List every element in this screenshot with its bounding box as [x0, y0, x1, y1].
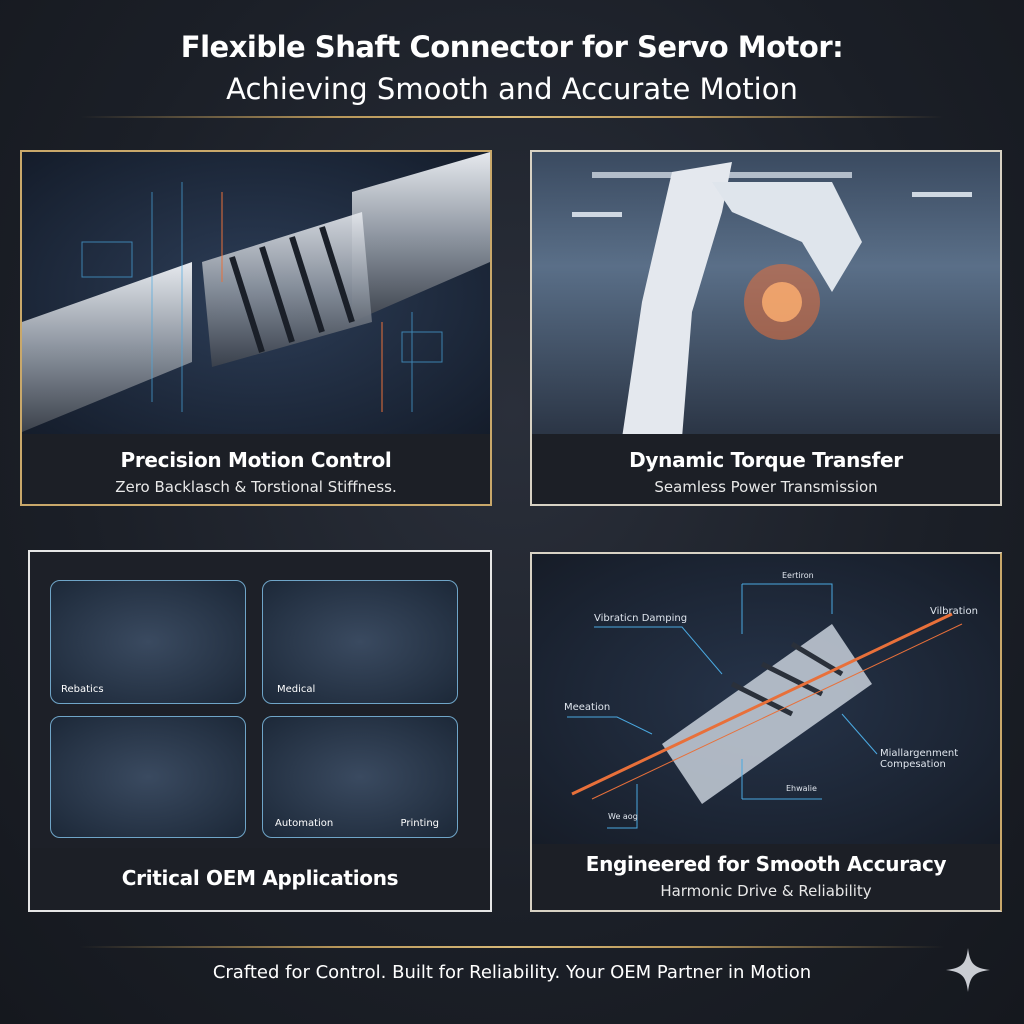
- panel-title: Engineered for Smooth Accuracy: [585, 852, 947, 876]
- page-title: Flexible Shaft Connector for Servo Motor…: [180, 30, 844, 64]
- coupling-diagram: [567, 583, 963, 829]
- page-subtitle: Achieving Smooth and Accurate Motion: [226, 72, 798, 106]
- robot-arm-illustration: [572, 162, 972, 438]
- shaft-coupling-image: [22, 152, 490, 438]
- robot-arm-image: [532, 152, 1000, 438]
- sparkle-icon: [946, 948, 990, 992]
- diagram-label: We aog: [608, 812, 638, 821]
- divider: [80, 116, 944, 118]
- tile-medical: Medical: [262, 580, 458, 704]
- diagram-label: Ehwalie: [786, 784, 817, 793]
- tile-label: Medical: [277, 684, 316, 695]
- diagram-label: Vibraticn Damping: [594, 613, 688, 624]
- panel-subtitle: Seamless Power Transmission: [654, 478, 878, 496]
- coupling-illustration: [22, 152, 490, 432]
- panel-subtitle: Zero Backlasch & Torstional Stiffness.: [115, 478, 397, 496]
- footer-tagline: Crafted for Control. Built for Reliabili…: [212, 962, 812, 983]
- footer-divider: [80, 946, 944, 948]
- panel-subtitle: Harmonic Drive & Reliability: [660, 882, 872, 900]
- tile-label: Printing: [400, 818, 439, 829]
- tile-label: Automation: [275, 818, 334, 829]
- diagram-label: Miallargenment Compesation: [880, 748, 959, 770]
- coupling-diagram-image: Eertiron Vibraticn Damping Vilbration Me…: [532, 554, 1000, 846]
- diagram-label: Eertiron: [782, 571, 814, 580]
- diagram-label: Meeation: [564, 702, 611, 713]
- panel-engineered-accuracy: Eertiron Vibraticn Damping Vilbration Me…: [530, 552, 1002, 912]
- tile-robot-hand: [50, 716, 246, 838]
- tile-label: Rebatics: [61, 684, 104, 695]
- panel-title: Dynamic Torque Transfer: [629, 448, 903, 472]
- panel-precision-motion: Precision Motion Control Zero Backlasch …: [20, 150, 492, 506]
- panel-title: Critical OEM Applications: [121, 866, 399, 890]
- panel-oem-applications: Rebatics Medical Automation Printing Cri…: [28, 550, 492, 912]
- tile-automation-printing: Automation Printing: [262, 716, 458, 838]
- panel-title: Precision Motion Control: [120, 448, 392, 472]
- diagram-label: Vilbration: [930, 606, 978, 617]
- panel-dynamic-torque: Dynamic Torque Transfer Seamless Power T…: [530, 150, 1002, 506]
- tile-robotics: Rebatics: [50, 580, 246, 704]
